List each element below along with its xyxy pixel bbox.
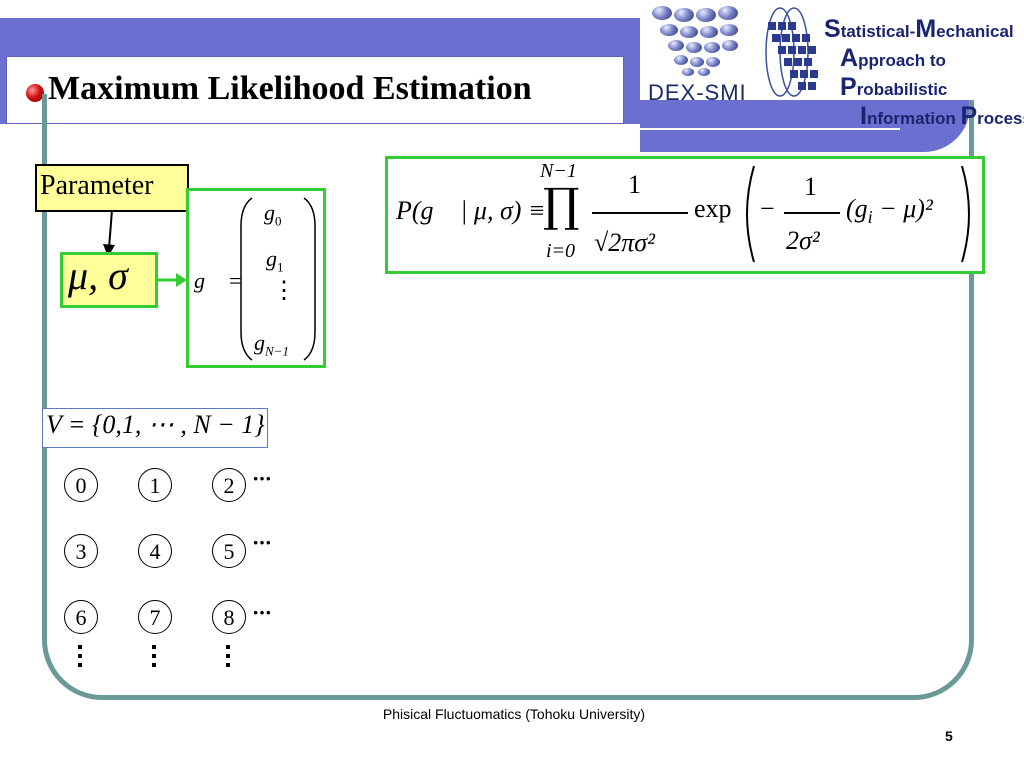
node-2: 2: [212, 468, 246, 502]
product-symbol-icon: ∏: [543, 178, 580, 232]
smapip-label: Statistical-Mechanical Approach to Proba…: [824, 15, 1024, 130]
mu-sigma-box: [60, 252, 158, 308]
exp-function: exp: [694, 194, 732, 223]
inner-denominator: 2σ²: [786, 226, 820, 255]
node-1: 1: [138, 468, 172, 502]
paren-right-icon: [961, 165, 970, 263]
vector-entry-last: gN−1: [254, 330, 289, 359]
inner-numerator: 1: [804, 172, 817, 201]
node-3: 3: [64, 534, 98, 568]
dexsmi-label: DEX-SMI: [648, 80, 747, 105]
vector-entry-0: g0: [264, 200, 282, 229]
product-lower: i=0: [546, 240, 576, 262]
vector-g-lhs: g⃗ =: [194, 268, 243, 293]
column-2-vdots-icon: [226, 645, 230, 667]
vertex-set-box: [42, 408, 268, 448]
parameter-label: Parameter: [40, 170, 154, 201]
minus-sign: −: [760, 194, 775, 223]
fraction-bar: [592, 212, 688, 214]
green-arrow-icon: [158, 273, 187, 287]
inner-term: (gi − μ)²: [846, 194, 933, 228]
footer-text: Phisical Fluctuomatics (Tohoku Universit…: [382, 706, 646, 722]
column-1-vdots-icon: [152, 645, 156, 667]
fraction-denominator: √2πσ²: [594, 228, 655, 257]
vector-bracket-left-icon: [240, 197, 253, 361]
vector-bracket-right-icon: [303, 197, 316, 361]
dexsmi-logo-icon: [640, 0, 755, 100]
vector-entry-1: g1: [266, 246, 284, 275]
accent-line: [0, 128, 900, 130]
node-0: 0: [64, 468, 98, 502]
bullet-icon: [26, 84, 44, 102]
node-6: 6: [64, 600, 98, 634]
row-0-ellipsis: ···: [252, 466, 272, 491]
smapip-logo-icon: [760, 4, 822, 100]
row-1-ellipsis: ···: [252, 530, 272, 555]
fraction-numerator: 1: [628, 170, 641, 199]
likelihood-lhs: P(g⃗ | μ, σ) ≡: [396, 196, 546, 225]
node-5: 5: [212, 534, 246, 568]
column-0-vdots-icon: [78, 645, 82, 667]
mu-sigma-symbols: μ, σ: [68, 253, 128, 298]
parameter-arrow-icon: [103, 210, 115, 257]
node-4: 4: [138, 534, 172, 568]
page-number: 5: [945, 728, 953, 744]
inner-fraction-bar: [784, 212, 840, 214]
vector-g-box: [186, 188, 326, 368]
vertex-set-formula: V = {0,1, ⋯ , N − 1}: [46, 410, 265, 439]
paren-left-icon: [746, 165, 755, 263]
content-frame: [42, 94, 974, 700]
likelihood-box: [385, 156, 985, 274]
slide-title: Maximum Likelihood Estimation: [48, 70, 532, 107]
vector-entry-dots: ⋮: [272, 278, 296, 304]
title-box: [6, 56, 624, 124]
node-7: 7: [138, 600, 172, 634]
node-8: 8: [212, 600, 246, 634]
product-upper: N−1: [540, 160, 577, 182]
row-2-ellipsis: ···: [252, 600, 272, 625]
